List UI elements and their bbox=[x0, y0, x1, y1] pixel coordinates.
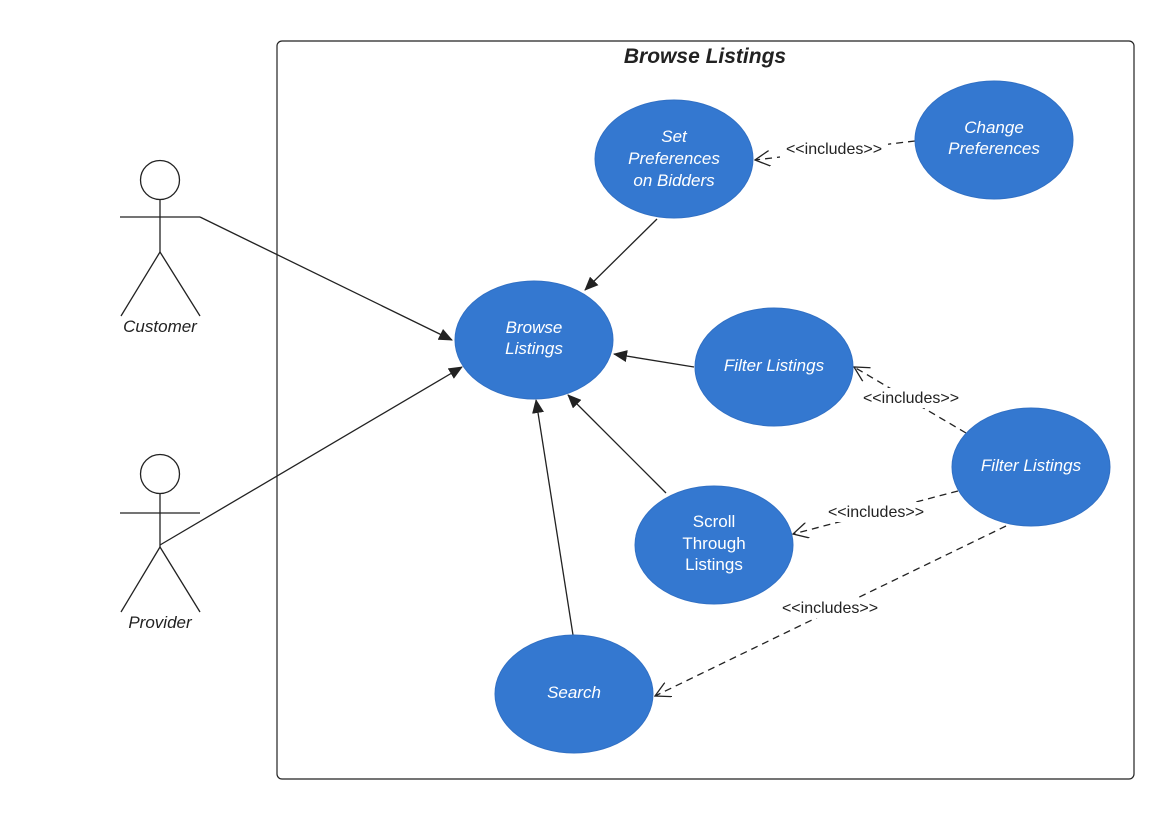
usecase-filter-listings[interactable]: Filter Listings bbox=[694, 307, 854, 427]
usecase-browse-listings-line1: Browse bbox=[506, 318, 563, 337]
usecase-filter-listings-ext[interactable]: Filter Listings bbox=[951, 407, 1111, 527]
usecase-change-preferences-line1: Change bbox=[964, 118, 1024, 137]
usecase-set-preferences-line3: on Bidders bbox=[633, 171, 715, 190]
usecase-browse-listings[interactable]: Browse Listings bbox=[454, 280, 614, 400]
actor-customer-label: Customer bbox=[123, 317, 198, 336]
association-search-browse bbox=[532, 399, 574, 636]
usecase-filter-listings-label: Filter Listings bbox=[724, 356, 825, 375]
usecase-scroll-through-listings[interactable]: Scroll Through Listings bbox=[634, 485, 794, 605]
include-label-4: <<includes>> bbox=[782, 600, 878, 617]
actor-customer-head bbox=[139, 159, 181, 201]
association-scroll-browse bbox=[567, 394, 667, 494]
usecase-set-preferences[interactable]: Set Preferences on Bidders bbox=[594, 99, 754, 219]
usecase-set-preferences-line1: Set bbox=[661, 127, 688, 146]
usecase-search[interactable]: Search bbox=[494, 634, 654, 754]
usecase-scroll-line3: Listings bbox=[685, 555, 743, 574]
actor-provider: Provider bbox=[120, 453, 201, 632]
usecase-set-preferences-line2: Preferences bbox=[628, 149, 720, 168]
association-provider-browse bbox=[159, 366, 463, 546]
usecase-search-label: Search bbox=[547, 683, 601, 702]
association-filter-browse bbox=[613, 350, 695, 368]
actor-customer-right-leg bbox=[159, 251, 201, 317]
usecase-filter-listings-ext-label: Filter Listings bbox=[981, 456, 1082, 475]
include-label-1: <<includes>> bbox=[786, 141, 882, 158]
system-title: Browse Listings bbox=[624, 45, 786, 68]
usecase-change-preferences[interactable]: Change Preferences bbox=[914, 80, 1074, 200]
actor-provider-head bbox=[139, 453, 181, 495]
actor-provider-left-leg bbox=[120, 546, 161, 613]
actor-customer-left-leg bbox=[120, 251, 161, 317]
usecase-browse-listings-line2: Listings bbox=[505, 339, 563, 358]
include-label-2: <<includes>> bbox=[863, 390, 959, 407]
actor-provider-label: Provider bbox=[128, 613, 193, 632]
usecase-scroll-line1: Scroll bbox=[693, 512, 736, 531]
usecase-scroll-line2: Through bbox=[682, 534, 745, 553]
include-label-3: <<includes>> bbox=[828, 504, 924, 521]
association-customer-browse bbox=[199, 216, 453, 341]
system-boundary bbox=[276, 40, 1135, 780]
actor-customer: Customer bbox=[120, 159, 201, 336]
actor-provider-right-leg bbox=[159, 546, 201, 613]
usecase-change-preferences-line2: Preferences bbox=[948, 139, 1040, 158]
association-setprefs-browse bbox=[584, 218, 658, 291]
